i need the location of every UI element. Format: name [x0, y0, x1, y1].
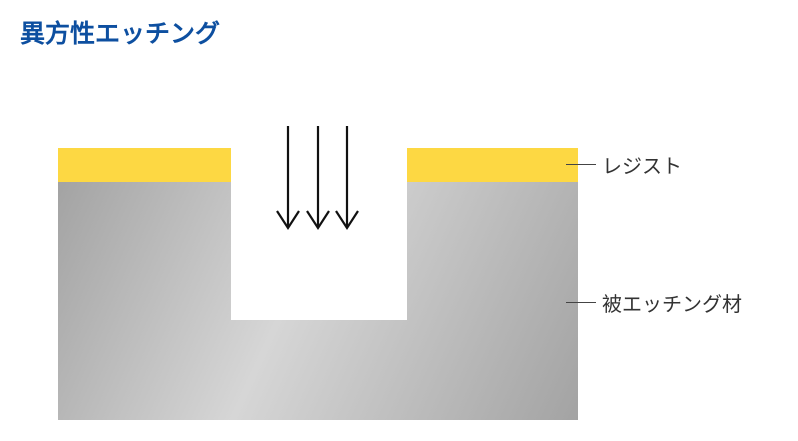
- diagram-title: 異方性エッチング: [20, 19, 221, 48]
- resist-label-text: レジスト: [602, 154, 682, 178]
- resist-left: [58, 148, 231, 182]
- resist-right: [407, 148, 578, 182]
- leader-line: [566, 301, 596, 304]
- arrow-down-icon: [335, 126, 359, 231]
- etched-material: [58, 182, 578, 420]
- etch-arrows: [276, 126, 359, 231]
- etched-material-label-text: 被エッチング材: [602, 292, 742, 316]
- etched-material-label: 被エッチング材: [566, 288, 742, 317]
- arrow-down-icon: [276, 126, 300, 231]
- leader-line: [566, 163, 596, 166]
- resist-label: レジスト: [566, 150, 682, 179]
- arrow-down-icon: [306, 126, 330, 231]
